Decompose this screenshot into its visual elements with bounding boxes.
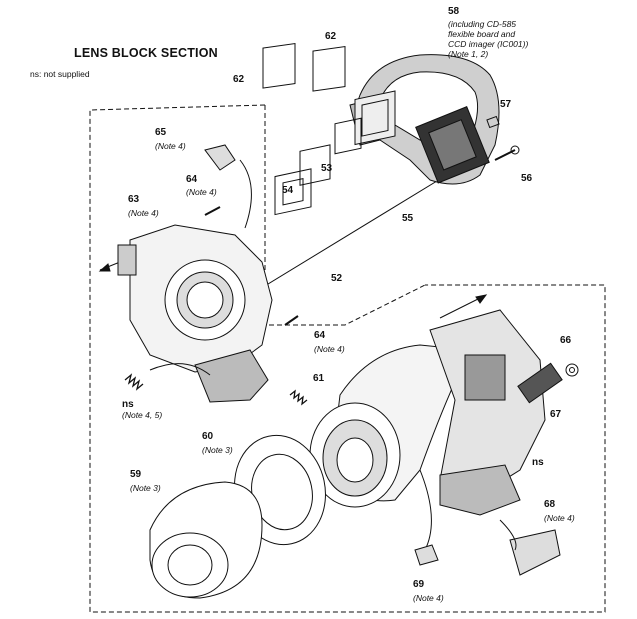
bracket-69	[414, 544, 439, 566]
label-68: 68	[544, 499, 556, 510]
label-65-note: (Note 4)	[155, 141, 186, 151]
upper-boundary-dashed	[264, 105, 426, 326]
label-68-note: (Note 4)	[544, 513, 575, 523]
housing-motor	[194, 349, 269, 403]
screw-56	[494, 149, 516, 161]
label-58-description: (including CD-585 flexible board and CCD…	[448, 19, 529, 59]
label-67: 67	[550, 409, 562, 420]
spring-ns-left	[124, 373, 144, 391]
bracket-52	[274, 168, 312, 216]
washer-66-hole	[569, 367, 575, 373]
label-55: 55	[402, 213, 414, 224]
label-53: 53	[321, 163, 333, 174]
barrel-lower-motor	[439, 464, 521, 516]
arrow-line-right	[439, 297, 481, 319]
hood-59-front	[151, 532, 229, 598]
lead-65	[239, 159, 252, 229]
arrow-head-right	[475, 294, 488, 304]
roller-67	[517, 362, 563, 404]
label-60-note: (Note 3)	[202, 445, 233, 455]
label-69: 69	[413, 579, 425, 590]
label-54: 54	[282, 185, 294, 196]
hood-59-front-inner	[167, 544, 213, 586]
label-56: 56	[521, 173, 533, 184]
screw-64b	[284, 315, 299, 326]
barrel-mechanism	[429, 309, 546, 496]
label-62-top: 62	[325, 31, 337, 42]
label-59: 59	[130, 469, 142, 480]
label-64-top-note: (Note 4)	[186, 187, 217, 197]
label-64-bottom: 64	[314, 330, 326, 341]
housing-side-tab	[117, 244, 137, 276]
label-62-left: 62	[233, 74, 245, 85]
arrow-head-left	[98, 263, 111, 272]
label-ns-left: ns	[122, 399, 134, 410]
bracket-68	[509, 529, 561, 576]
ccd-imager-window	[428, 119, 477, 171]
screw-56-head	[510, 145, 520, 155]
filter-54	[299, 144, 331, 186]
label-60: 60	[202, 431, 214, 442]
label-ns-left-note: (Note 4, 5)	[122, 410, 163, 420]
ns-legend: ns: not supplied	[30, 69, 90, 79]
bracket-65	[204, 144, 236, 171]
optical-axis-line	[249, 169, 456, 296]
label-63-note: (Note 4)	[128, 208, 159, 218]
left-boundary-dashed	[89, 104, 606, 613]
label-65: 65	[155, 127, 167, 138]
label-69-note: (Note 4)	[413, 593, 444, 603]
washer-66	[565, 363, 579, 377]
barrel-front-glass	[336, 437, 374, 483]
label-64-top: 64	[186, 174, 198, 185]
label-64-bottom-note: (Note 4)	[314, 344, 345, 354]
label-57: 57	[500, 99, 512, 110]
bracket-52-inner	[282, 177, 304, 206]
spring-61	[289, 389, 308, 406]
label-63: 63	[128, 194, 140, 205]
filter-55-inner	[361, 98, 389, 137]
label-58: 58	[448, 6, 460, 17]
filter-53	[334, 117, 362, 155]
lead-68	[499, 519, 517, 551]
plate-62a	[262, 42, 296, 89]
part-57	[486, 115, 500, 129]
label-59-note: (Note 3)	[130, 483, 161, 493]
label-66: 66	[560, 335, 572, 346]
page-title: LENS BLOCK SECTION	[74, 46, 218, 60]
label-ns-right: ns	[532, 457, 544, 468]
plate-62b	[312, 45, 346, 92]
lead-ns-left	[149, 363, 211, 376]
housing-lens-glass	[186, 281, 224, 319]
lead-69	[419, 469, 432, 551]
label-52: 52	[331, 273, 343, 284]
label-61: 61	[313, 373, 325, 384]
barrel-gear-block	[464, 354, 506, 401]
screw-63	[204, 206, 221, 216]
